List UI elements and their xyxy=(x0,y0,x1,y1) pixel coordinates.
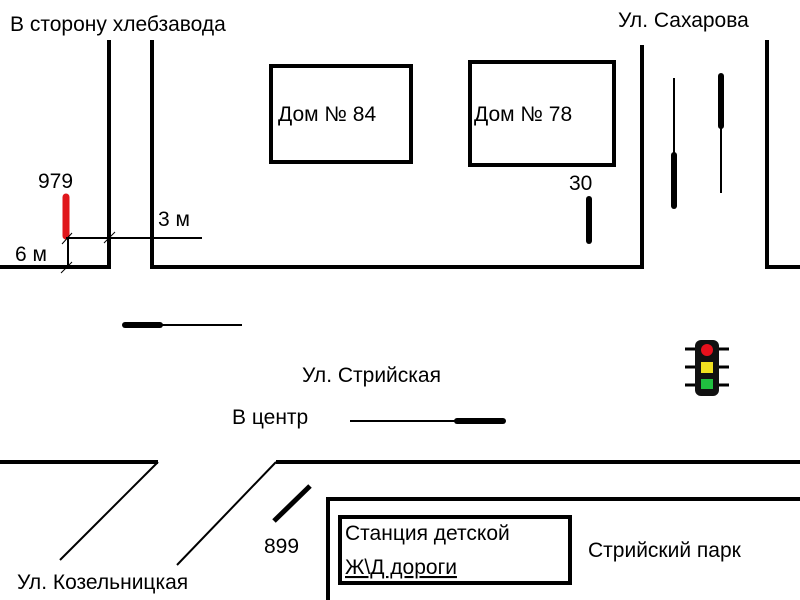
house-84-label: Дом № 84 xyxy=(278,103,376,126)
children-railway-station-box xyxy=(338,515,572,585)
bus-stop-30-label: 30 xyxy=(569,172,592,195)
house-78-label: Дом № 78 xyxy=(474,103,572,126)
station-label-line1: Станция детской xyxy=(345,522,510,545)
striysky-park-boundary xyxy=(326,497,800,600)
bus-stop-899-label: 899 xyxy=(264,535,299,558)
striysky-park-label: Стрийский парк xyxy=(588,539,742,562)
kozelnytska-street-label: Ул. Козельницкая xyxy=(17,571,188,594)
bus-stop-899-marker xyxy=(272,484,312,523)
bakery-road-walls xyxy=(0,40,644,269)
house-78-box xyxy=(468,60,616,167)
bus-stop-979-label: 979 xyxy=(38,170,73,193)
sakharova-street-label: Ул. Сахарова xyxy=(618,9,749,32)
distance-6m-label: 6 м xyxy=(15,243,47,266)
station-label-line2: Ж\Д дороги xyxy=(345,556,457,579)
sakharova-road-walls xyxy=(640,40,800,269)
distance-lines xyxy=(60,231,202,274)
south-road-walls xyxy=(0,460,800,566)
house-84-box xyxy=(269,64,413,164)
striyska-street-label: Ул. Стрийская xyxy=(302,364,441,387)
traffic-light-icon xyxy=(685,340,729,396)
to-bakery-label: В сторону хлебзавода xyxy=(10,13,226,36)
to-center-label: В центр xyxy=(232,406,308,429)
distance-3m-label: 3 м xyxy=(158,208,190,231)
